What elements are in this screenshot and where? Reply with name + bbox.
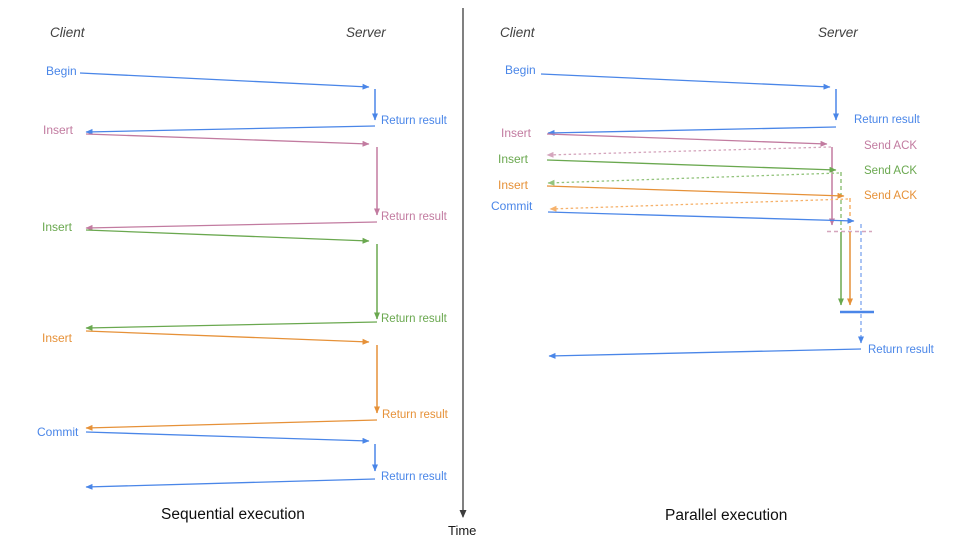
seq-op-label-begin: Begin (46, 64, 77, 78)
par-insert2-arrows (546, 159, 844, 306)
seq-client-heading: Client (50, 25, 85, 40)
seq-return-label-insert3: Return result (382, 409, 448, 421)
seq-return-label-insert1: Return result (381, 211, 447, 223)
sequential-title: Sequential execution (161, 506, 305, 523)
par-commit-arrows (547, 211, 874, 359)
par-op-label-commit: Commit (491, 199, 533, 213)
par-ack-label-insert3: Send ACK (864, 190, 918, 202)
par-ack-label-insert1: Send ACK (864, 140, 918, 152)
parallel-title: Parallel execution (665, 507, 788, 524)
time-axis-label: Time (448, 523, 477, 538)
par-op-label-insert1: Insert (501, 126, 532, 140)
par-final-return-label: Return result (868, 344, 934, 356)
par-op-label-insert2: Insert (498, 152, 529, 166)
seq-begin-arrows (79, 72, 378, 135)
seq-return-label-begin: Return result (381, 115, 447, 127)
seq-insert2-arrows (85, 229, 380, 331)
seq-return-label-insert2: Return result (381, 313, 447, 325)
par-op-label-insert3: Insert (498, 178, 529, 192)
par-insert1-arrows (546, 133, 872, 233)
seq-insert1-arrows (85, 133, 380, 231)
seq-op-label-insert1: Insert (43, 123, 74, 137)
seq-insert3-arrows (85, 330, 380, 431)
par-client-heading: Client (500, 25, 535, 40)
seq-return-label-commit: Return result (381, 471, 447, 483)
par-ack-label-insert2: Send ACK (864, 165, 918, 177)
par-op-label-begin: Begin (505, 63, 536, 77)
par-return-label-begin: Return result (854, 114, 920, 126)
seq-op-label-insert3: Insert (42, 331, 73, 345)
par-server-heading: Server (818, 25, 858, 40)
seq-op-label-commit: Commit (37, 425, 79, 439)
par-insert3-arrows (546, 185, 853, 306)
seq-server-heading: Server (346, 25, 386, 40)
seq-op-label-insert2: Insert (42, 220, 73, 234)
par-begin-arrows (540, 73, 839, 136)
seq-commit-arrows (85, 431, 378, 490)
